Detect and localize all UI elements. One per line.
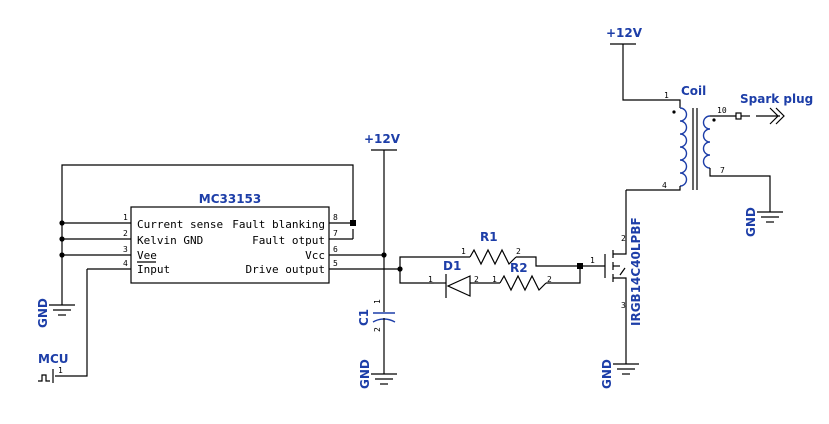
- d1-pin1: 1: [428, 275, 433, 284]
- r1-zigzag: [469, 248, 517, 266]
- ic-pin-label-fault-blanking: Fault blanking: [232, 218, 325, 231]
- ic-body: [130, 206, 330, 284]
- igbt-pin1: 1: [590, 256, 595, 265]
- r1-label: R1: [480, 230, 498, 244]
- ic-pin-num-7: 7: [333, 229, 338, 238]
- ic-name: MC33153: [199, 192, 262, 206]
- coil-primary: [679, 107, 688, 187]
- junction-gate: [577, 263, 583, 269]
- mcu-label: MCU: [38, 352, 69, 366]
- spark-plug-label: Spark plug: [740, 92, 813, 106]
- r1-pin1: 1: [461, 247, 466, 256]
- ic-pin-num-8: 8: [333, 213, 338, 222]
- coil-label: Coil: [681, 84, 706, 98]
- ic-pin-label-vcc: Vcc: [305, 249, 325, 262]
- pulse-icon: [38, 374, 50, 382]
- ic-pin-label-input: Input: [137, 263, 170, 276]
- c1-label: C1: [357, 309, 371, 326]
- ic-pin-num-6: 6: [333, 245, 338, 254]
- r2-label: R2: [510, 261, 528, 275]
- coil: +12V 1 Coil 4 7 10 Spark plug: [606, 26, 813, 212]
- igbt-pin2: 2: [621, 234, 626, 243]
- coil-pin4: 4: [662, 181, 667, 190]
- junction-pin8: [350, 220, 356, 226]
- ic-pin-num-5: 5: [333, 259, 338, 268]
- d1-triangle: [446, 275, 471, 297]
- ic-pin-num-4: 4: [123, 259, 128, 268]
- fault-blanking-loop: [59, 164, 356, 305]
- c1-pin1: 1: [373, 299, 382, 304]
- d1-pin2: 2: [474, 275, 479, 284]
- gnd-c1-label: GND: [358, 359, 372, 389]
- gnd-c1: GND: [358, 359, 397, 389]
- gnd-igbt: GND: [600, 359, 639, 389]
- ic-pin-num-1: 1: [123, 213, 128, 222]
- gnd-coil-label: GND: [744, 207, 758, 237]
- ic-pin-label-drive-output: Drive output: [246, 263, 325, 276]
- junction-drive: [397, 266, 403, 272]
- ic-mc33153: MC33153 1 2 3 4 Current sense Kelvin GND…: [62, 192, 400, 284]
- junction-vcc: [381, 252, 387, 258]
- igbt-pin3: 3: [621, 301, 626, 310]
- coil-secondary: [702, 115, 711, 169]
- ic-pin-label-kelvin-gnd: Kelvin GND: [137, 234, 203, 247]
- gnd-coil: GND: [744, 207, 783, 237]
- vcc-mid-rail: +12V C1 1 2: [357, 132, 401, 374]
- vcc-mid-label: +12V: [364, 132, 401, 146]
- vcc-top-label: +12V: [606, 26, 643, 40]
- junction-pin1: [59, 220, 65, 226]
- d1-label: D1: [443, 259, 461, 273]
- junction-pin3: [59, 252, 65, 258]
- r2-pin2: 2: [547, 275, 552, 284]
- ic-pin-num-2: 2: [123, 229, 128, 238]
- gnd-igbt-label: GND: [600, 359, 614, 389]
- coil-pin1: 1: [664, 91, 669, 100]
- ic-pin-label-vee: Vee: [137, 249, 157, 262]
- ic-pin-label-fault-otput: Fault otput: [252, 234, 325, 247]
- r1-pin2: 2: [516, 247, 521, 256]
- ic-pin-num-3: 3: [123, 245, 128, 254]
- coil-pin7: 7: [720, 166, 725, 175]
- mcu-pin: 1: [58, 366, 63, 375]
- coil-pin10: 10: [717, 106, 727, 115]
- junction-pin2: [59, 236, 65, 242]
- gnd-left-label: GND: [36, 298, 50, 328]
- c1-pin2: 2: [373, 327, 382, 332]
- r2-pin1: 1: [492, 275, 497, 284]
- igbt: 1 2 3 IRGB14C40LPBF: [590, 190, 643, 364]
- gnd-left: GND: [36, 298, 75, 328]
- mcu-input: MCU 1: [38, 269, 88, 383]
- igbt-label: IRGB14C40LPBF: [629, 217, 643, 326]
- r2-zigzag: [499, 274, 547, 292]
- gate-network: R1 1 2 D1 1 2 R2 1 2: [397, 230, 605, 298]
- ic-pin-label-current-sense: Current sense: [137, 218, 223, 231]
